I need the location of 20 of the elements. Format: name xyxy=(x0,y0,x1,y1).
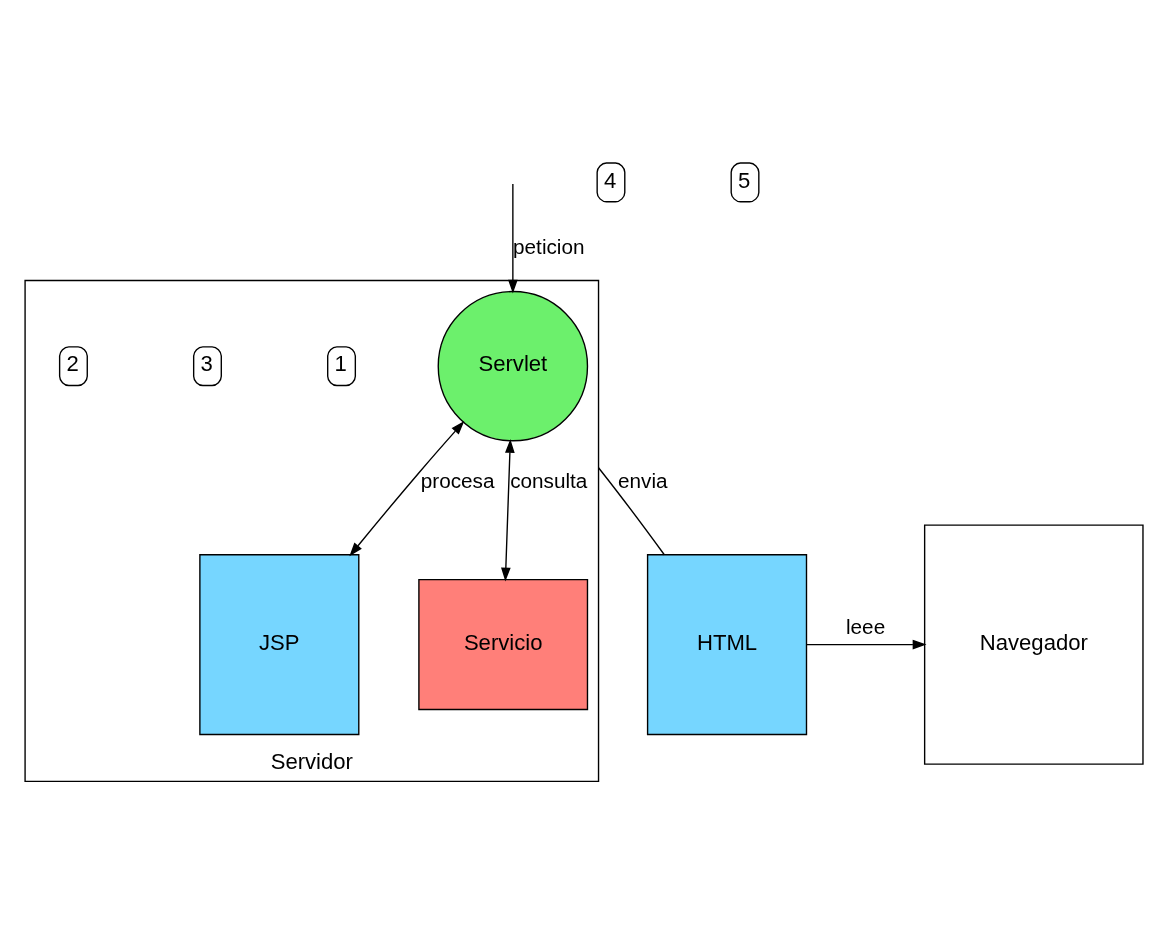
edge-label: peticion xyxy=(513,235,585,259)
node-box: Navegador xyxy=(923,524,1144,765)
label: 2 xyxy=(66,351,79,377)
connector xyxy=(597,467,665,556)
label: 4 xyxy=(604,167,617,193)
edge-label: procesa xyxy=(420,468,495,492)
edge-label: leee xyxy=(845,614,886,638)
arrow xyxy=(501,439,515,582)
node-box: HTML xyxy=(646,554,808,736)
label: 5 xyxy=(738,167,751,193)
arrow xyxy=(806,639,927,650)
label: 3 xyxy=(200,351,213,377)
arrow xyxy=(508,183,518,294)
node-box: JSP xyxy=(199,554,360,736)
arrow xyxy=(349,421,465,557)
label: 1 xyxy=(334,351,347,377)
node-box: Servicio xyxy=(418,578,589,711)
edge-label: consulta xyxy=(510,468,588,492)
edge-label: envia xyxy=(617,468,668,492)
node-circle: Servlet xyxy=(437,290,589,442)
